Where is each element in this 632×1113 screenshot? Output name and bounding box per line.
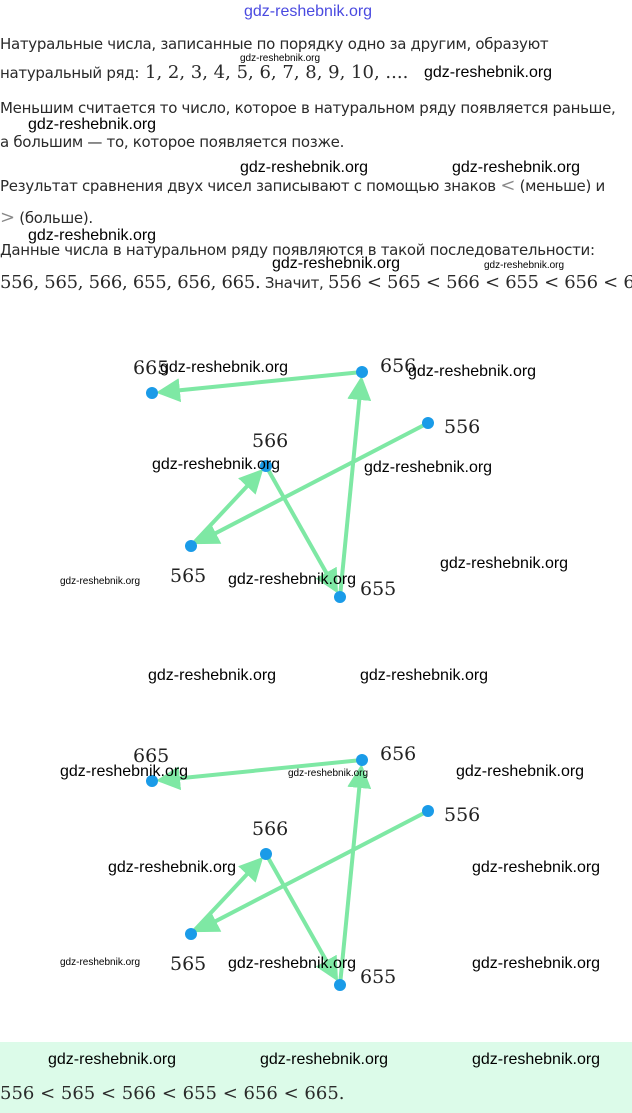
- watermark: gdz-reshebnik.org: [484, 260, 565, 271]
- arrow-556-to-565: [194, 809, 429, 933]
- watermark: gdz-reshebnik.org: [360, 667, 489, 684]
- point-label-566: 566: [252, 430, 288, 452]
- watermark: gdz-reshebnik.org: [244, 3, 373, 20]
- answer-box: [0, 1042, 632, 1113]
- watermark: gdz-reshebnik.org: [48, 1051, 177, 1068]
- arrow-565-to-566: [189, 468, 264, 548]
- paragraph-text: Данные числа в натуральном ряду появляют…: [0, 241, 595, 259]
- point-656: [356, 366, 368, 378]
- watermark: gdz-reshebnik.org: [60, 957, 141, 968]
- text: Значит,: [264, 274, 324, 292]
- arrow-556-to-565: [194, 421, 429, 545]
- point-label-655: 655: [360, 966, 396, 988]
- number-order-diagrams: 556 565 566 655 656 665 556 565 566 655 656 665: [133, 355, 480, 991]
- watermark: gdz-reshebnik.org: [28, 227, 157, 244]
- point-556: [422, 805, 434, 817]
- watermark: gdz-reshebnik.org: [456, 763, 585, 780]
- watermark: gdz-reshebnik.org: [260, 1051, 389, 1068]
- paragraph-text: > (больше).: [0, 207, 93, 228]
- greater-sign: >: [0, 207, 15, 228]
- watermark: gdz-reshebnik.org: [288, 768, 369, 779]
- answer-text: 556 < 565 < 566 < 655 < 656 < 665.: [0, 1083, 345, 1104]
- point-label-556: 556: [444, 416, 480, 438]
- watermark: gdz-reshebnik.org: [28, 116, 157, 133]
- paragraph-text: 556, 565, 566, 655, 656, 665. Значит, 55…: [0, 272, 632, 293]
- watermark: gdz-reshebnik.org: [440, 555, 569, 572]
- arrow-565-to-566: [189, 856, 264, 936]
- watermark: gdz-reshebnik.org: [424, 64, 553, 81]
- point-label-665: 665: [133, 745, 169, 767]
- math-inequality: 556 < 565 < 566 < 655 < 656 < 665.: [327, 272, 632, 293]
- math-list: 556, 565, 566, 655, 656, 665.: [0, 272, 261, 293]
- watermark: gdz-reshebnik.org: [240, 159, 369, 176]
- watermark: gdz-reshebnik.org: [240, 53, 321, 64]
- point-656: [356, 754, 368, 766]
- point-label-565: 565: [170, 565, 206, 587]
- watermark: gdz-reshebnik.org: [364, 459, 493, 476]
- watermark: gdz-reshebnik.org: [472, 955, 601, 972]
- paragraph-text: а большим — то, которое появляется позже…: [0, 133, 345, 151]
- arrow-656-to-665: [155, 758, 363, 791]
- arrow-655-to-656: [338, 375, 372, 598]
- arrow-656-to-665: [155, 370, 363, 403]
- text: (меньше) и: [519, 177, 606, 195]
- arrow-655-to-656: [338, 763, 372, 986]
- point-label-566: 566: [252, 818, 288, 840]
- watermark: gdz-reshebnik.org: [472, 859, 601, 876]
- arrow-566-to-655: [264, 465, 339, 594]
- text: (больше).: [19, 209, 93, 227]
- point-label-556: 556: [444, 804, 480, 826]
- less-sign: <: [500, 175, 516, 196]
- watermark: gdz-reshebnik.org: [228, 571, 357, 588]
- point-label-656: 656: [380, 743, 416, 765]
- watermark: gdz-reshebnik.org: [160, 359, 289, 376]
- watermark: gdz-reshebnik.org: [228, 955, 357, 972]
- watermark: gdz-reshebnik.org: [152, 456, 281, 473]
- paragraph-text: Натуральные числа, записанные по порядку…: [0, 35, 549, 53]
- point-665: [146, 775, 158, 787]
- watermark: gdz-reshebnik.org: [272, 255, 401, 272]
- point-655: [334, 979, 346, 991]
- point-665: [146, 387, 158, 399]
- watermark: gdz-reshebnik.org: [60, 763, 189, 780]
- watermark: gdz-reshebnik.org: [408, 363, 537, 380]
- arrow-566-to-655: [264, 853, 339, 982]
- text: Результат сравнения двух чисел записываю…: [0, 177, 496, 195]
- point-565: [185, 928, 197, 940]
- point-566: [260, 848, 272, 860]
- watermark: gdz-reshebnik.org: [472, 1051, 601, 1068]
- point-556: [422, 417, 434, 429]
- point-655: [334, 591, 346, 603]
- paragraph-text: Меньшим считается то число, которое в на…: [0, 99, 616, 117]
- point-565: [185, 540, 197, 552]
- paragraph-text: Результат сравнения двух чисел записываю…: [0, 175, 605, 196]
- watermark: gdz-reshebnik.org: [452, 159, 581, 176]
- point-label-655: 655: [360, 578, 396, 600]
- watermark: gdz-reshebnik.org: [60, 576, 141, 587]
- paragraph-text: натуральный ряд:: [0, 64, 140, 82]
- point-566: [260, 460, 272, 472]
- point-label-665: 665: [133, 357, 169, 379]
- math-sequence: 1, 2, 3, 4, 5, 6, 7, 8, 9, 10, ....: [145, 62, 409, 83]
- watermark: gdz-reshebnik.org: [148, 667, 277, 684]
- point-label-565: 565: [170, 953, 206, 975]
- watermark: gdz-reshebnik.org: [108, 859, 237, 876]
- point-label-656: 656: [380, 355, 416, 377]
